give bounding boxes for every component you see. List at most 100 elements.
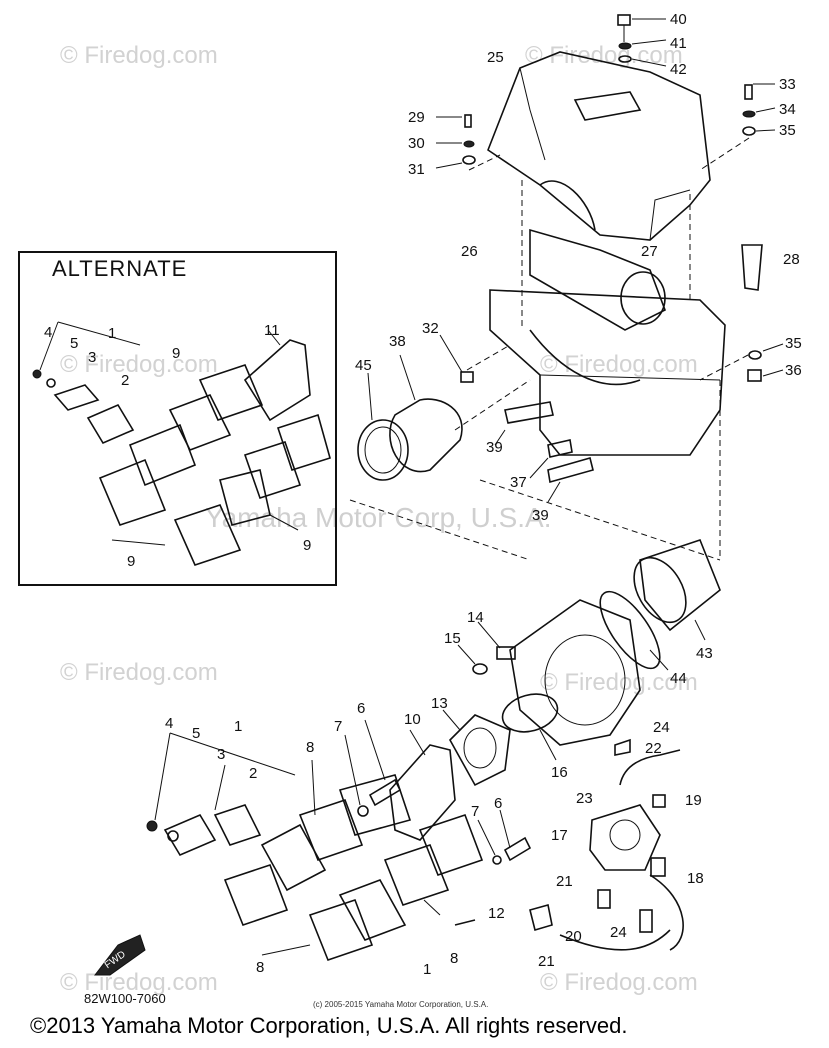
copyright-notice: ©2013 Yamaha Motor Corporation, U.S.A. A… <box>30 1013 628 1038</box>
fuel-pump-assembly <box>529 738 684 951</box>
alt-callout-9: 9 <box>172 345 180 362</box>
firedog-watermark: © Firedog.com <box>540 969 698 996</box>
stopper-3-lower <box>163 813 217 857</box>
seal-28 <box>741 244 763 291</box>
silencer-case <box>489 289 726 456</box>
strip-39 <box>504 401 554 424</box>
callout-28: 28 <box>783 251 800 268</box>
alternate-reed-valve-assembly <box>32 321 331 566</box>
callout-15: 15 <box>444 630 461 647</box>
joint-24 <box>614 738 631 756</box>
alternate-inset-box <box>18 251 337 586</box>
silencer-cover-arch <box>539 180 596 231</box>
forward-arrow-icon <box>93 934 146 976</box>
callout-35: 35 <box>779 122 796 139</box>
callout-22: 22 <box>645 740 662 757</box>
callout-3: 3 <box>217 746 225 763</box>
reed-2 <box>86 403 135 445</box>
callout-39: 39 <box>486 439 503 456</box>
callout-30: 30 <box>408 135 425 152</box>
callout-1: 1 <box>234 718 242 735</box>
callout-23: 23 <box>576 790 593 807</box>
alt-callout-11: 11 <box>264 322 280 339</box>
adapter-38 <box>389 398 463 473</box>
silencer-cover <box>487 51 711 241</box>
screw-4-lower <box>146 820 158 832</box>
clip-37 <box>547 439 573 458</box>
callout-13: 13 <box>431 695 448 712</box>
callout-8: 8 <box>306 739 314 756</box>
alt-callout-4: 4 <box>44 324 52 341</box>
callout-42: 42 <box>670 61 687 78</box>
callout-38: 38 <box>389 333 406 350</box>
gasket-9 <box>98 458 167 526</box>
fine-print: (c) 2005-2015 Yamaha Motor Corporation, … <box>313 1000 489 1009</box>
damper-42 <box>618 55 632 63</box>
alt-callout-9-lower: 9 <box>127 553 135 570</box>
gasket-8f <box>223 863 289 927</box>
alt-callout-2: 2 <box>121 372 129 389</box>
callout-34: 34 <box>779 101 796 118</box>
silencer-case-edge <box>489 290 721 381</box>
o-ring-44 <box>599 590 661 670</box>
washer-30 <box>463 140 475 148</box>
diagram-code: 82W100-7060 <box>84 991 166 1006</box>
washer-41 <box>618 42 632 50</box>
callout-37: 37 <box>510 474 527 491</box>
callout-36: 36 <box>785 362 802 379</box>
callout-27: 27 <box>641 243 658 260</box>
callout-32: 32 <box>422 320 439 337</box>
damper-35-lower <box>748 350 762 360</box>
callout-43: 43 <box>696 645 713 662</box>
joint-21 <box>597 889 611 909</box>
manifold-11 <box>243 339 311 422</box>
callout-26: 26 <box>461 243 478 260</box>
damper-35 <box>742 126 756 136</box>
alt-callout-5: 5 <box>70 335 78 352</box>
gasket-9e <box>276 413 331 471</box>
washer-5 <box>46 378 56 388</box>
firedog-watermark: © Firedog.com <box>540 669 698 696</box>
reed-2-lower <box>213 804 262 846</box>
fuel-pump-17 <box>589 804 661 871</box>
firedog-watermark: © Firedog.com <box>540 351 698 378</box>
reed-valve-block <box>128 423 197 487</box>
bolt-33 <box>744 84 753 100</box>
nut-32 <box>460 371 474 383</box>
callout-33: 33 <box>779 76 796 93</box>
firedog-watermark: © Firedog.com <box>60 969 218 996</box>
reed-valve-block-lower <box>260 823 327 892</box>
air-silencer-cover-assembly <box>435 14 776 330</box>
firedog-watermark: © Firedog.com <box>60 42 218 69</box>
alternate-title: ALTERNATE <box>52 256 188 281</box>
callout-labels: 40 41 42 25 33 34 35 29 30 31 26 27 28 3… <box>44 11 802 978</box>
callout-21: 21 <box>556 873 573 890</box>
cap-19 <box>652 794 666 808</box>
gasket-9b <box>173 504 242 566</box>
reed-valve-block-lower-b <box>338 879 407 941</box>
callout-21-lower: 21 <box>538 953 555 970</box>
callout-1-lower: 1 <box>423 961 431 978</box>
washer-15 <box>472 663 488 675</box>
callout-5: 5 <box>192 725 200 742</box>
callout-7: 7 <box>334 718 342 735</box>
damper-31 <box>462 155 476 165</box>
gasket-8d <box>383 844 450 906</box>
bolt-14 <box>496 646 516 660</box>
callout-20: 20 <box>565 928 582 945</box>
nut-36 <box>747 369 762 382</box>
fuel-line-b <box>649 874 684 951</box>
adapter-13 <box>449 714 511 787</box>
silencer-cover-edge <box>519 67 546 161</box>
callout-35-lower: 35 <box>785 335 802 352</box>
filter-18 <box>650 857 666 877</box>
boot-43 <box>639 539 721 632</box>
gasket-9d <box>198 364 264 421</box>
silencer-case-curve <box>529 329 641 386</box>
gasket-8b <box>338 774 412 836</box>
silencer-cover-handle <box>573 91 642 121</box>
gasket-9c <box>168 393 232 452</box>
alt-callout-9-right: 9 <box>303 537 311 554</box>
hose-20 <box>529 903 553 932</box>
washer-5-lower <box>167 830 179 842</box>
